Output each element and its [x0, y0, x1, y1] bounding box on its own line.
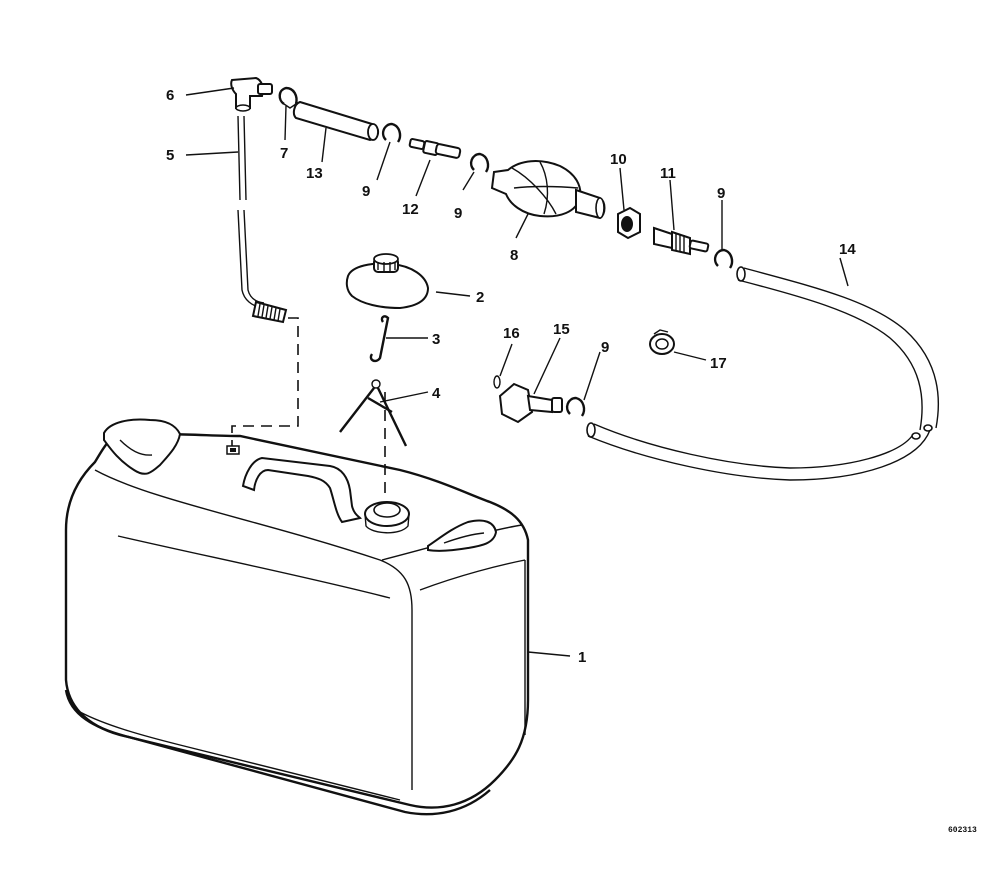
figure-code: 602313 [948, 826, 977, 835]
spring-clip [339, 379, 408, 447]
coupling-nut [617, 206, 641, 240]
fuel-tank [64, 418, 530, 816]
callout-13: 13 [306, 165, 323, 182]
retainer-hook [369, 315, 390, 363]
callout-3: 3 [432, 331, 440, 348]
callout-17: 17 [710, 355, 727, 372]
hose-clamp-7 [278, 86, 298, 105]
o-ring [493, 375, 501, 389]
hose-clamp-9a [381, 122, 402, 143]
hose-connector [653, 226, 710, 256]
leader-lines [185, 87, 849, 657]
callout-9c: 9 [717, 185, 725, 202]
pickup-tube [237, 115, 288, 324]
callout-12: 12 [402, 201, 419, 218]
callout-15: 15 [553, 321, 570, 338]
callout-8: 8 [510, 247, 518, 264]
callout-14: 14 [839, 241, 856, 258]
hose-clamp-9c [713, 248, 734, 269]
callout-4: 4 [432, 385, 441, 402]
alignment-line-pickup [231, 317, 299, 446]
callout-9d: 9 [601, 339, 609, 356]
hose-clamp-9d [565, 396, 586, 417]
callout-9a: 9 [362, 183, 370, 200]
callout-6: 6 [166, 87, 174, 104]
fuel-hose [586, 266, 939, 481]
callout-7: 7 [280, 145, 288, 162]
filler-cap [345, 253, 430, 310]
check-valve-connector [408, 138, 462, 159]
callout-1: 1 [578, 649, 586, 666]
callout-9b: 9 [454, 205, 462, 222]
tank-connector [498, 382, 563, 424]
hose-clamp-17 [649, 329, 675, 355]
primer-bulb [490, 160, 606, 220]
short-hose [292, 100, 380, 142]
elbow-fitting [230, 76, 273, 112]
callout-10: 10 [610, 151, 627, 168]
hose-clamp-9b [469, 152, 490, 173]
callout-5: 5 [166, 147, 174, 164]
callout-16: 16 [503, 325, 520, 342]
callout-2: 2 [476, 289, 484, 306]
callout-11: 11 [660, 165, 676, 182]
